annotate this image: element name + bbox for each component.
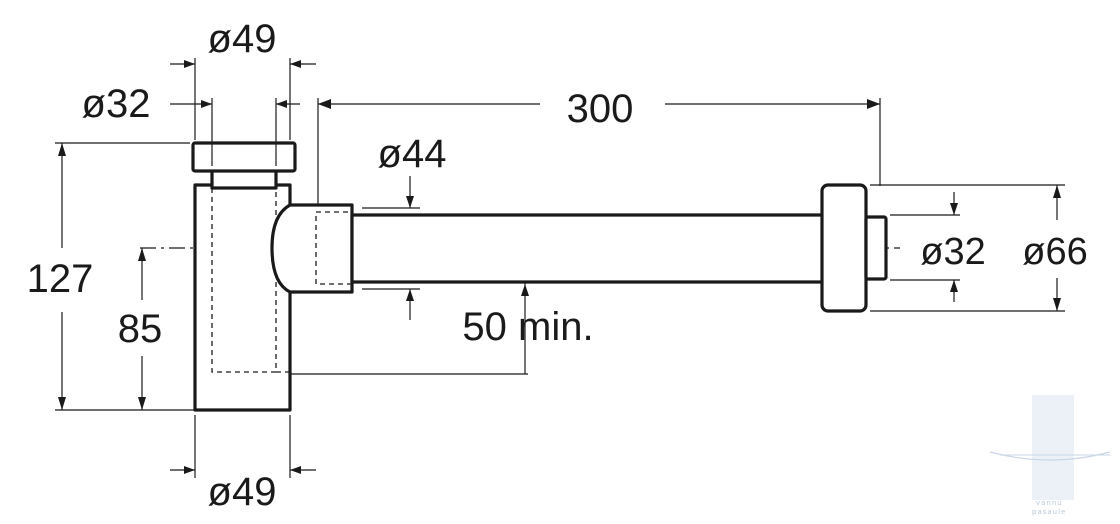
label-bottom-diameter: ø49 — [208, 470, 277, 514]
watermark-text-2: pasaule — [1032, 508, 1066, 516]
label-length: 300 — [567, 87, 634, 131]
outlet-pipe — [350, 213, 832, 284]
label-total-height: 127 — [27, 257, 94, 301]
label-outlet-inner-diameter: ø32 — [920, 231, 985, 273]
wall-flange — [820, 183, 868, 313]
outlet-connector — [270, 203, 354, 294]
label-outlet-height: 85 — [118, 307, 163, 351]
label-flange-diameter: ø66 — [1022, 231, 1087, 273]
label-top-outer-diameter: ø49 — [208, 17, 277, 61]
label-top-inner-diameter: ø32 — [82, 82, 151, 126]
label-insert-depth: 50 min. — [462, 305, 593, 349]
watermark-logo: vannu pasaule — [989, 395, 1111, 516]
dimension-labels: ø49 ø32 300 ø44 127 85 50 min. ø32 ø66 ø… — [27, 17, 1088, 514]
trap-body — [191, 141, 888, 412]
label-pipe-diameter: ø44 — [378, 132, 447, 176]
top-nut — [191, 141, 297, 173]
dimension-lines — [55, 58, 1065, 478]
flange-spigot — [864, 215, 888, 281]
watermark-text-1: vannu — [1036, 499, 1063, 507]
dip-tube-hidden — [211, 188, 277, 373]
